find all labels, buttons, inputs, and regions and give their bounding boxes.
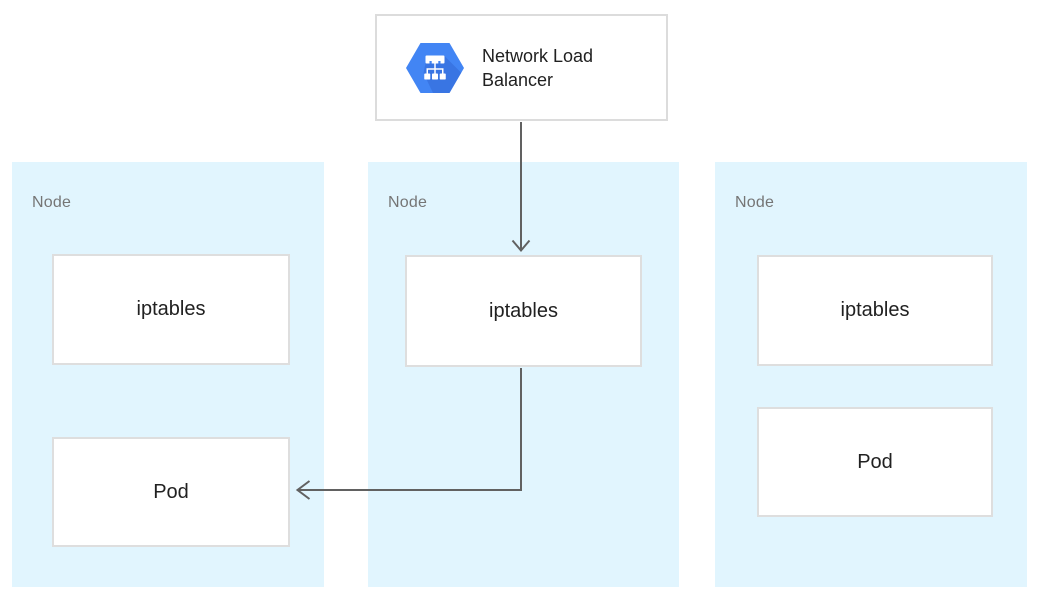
node-2-label: Node (388, 194, 428, 211)
node-panel-3: Node iptables Pod (715, 162, 1027, 587)
node-1-iptables-box: iptables (52, 254, 290, 365)
node-3-label: Node (735, 194, 775, 211)
node-1-pod-box: Pod (52, 437, 290, 547)
network-load-balancer-label: Network Load Balancer (482, 45, 594, 90)
node-3-iptables-box: iptables (757, 255, 993, 366)
node-panel-2: Node iptables (368, 162, 679, 587)
node-panel-1: Node iptables Pod (12, 162, 324, 587)
network-load-balancer-icon (406, 42, 464, 93)
node-1-label: Node (32, 194, 72, 211)
node-3-pod-box: Pod (757, 407, 993, 517)
network-load-balancer-box: Network Load Balancer (375, 14, 668, 121)
node-2-iptables-box: iptables (405, 255, 642, 367)
